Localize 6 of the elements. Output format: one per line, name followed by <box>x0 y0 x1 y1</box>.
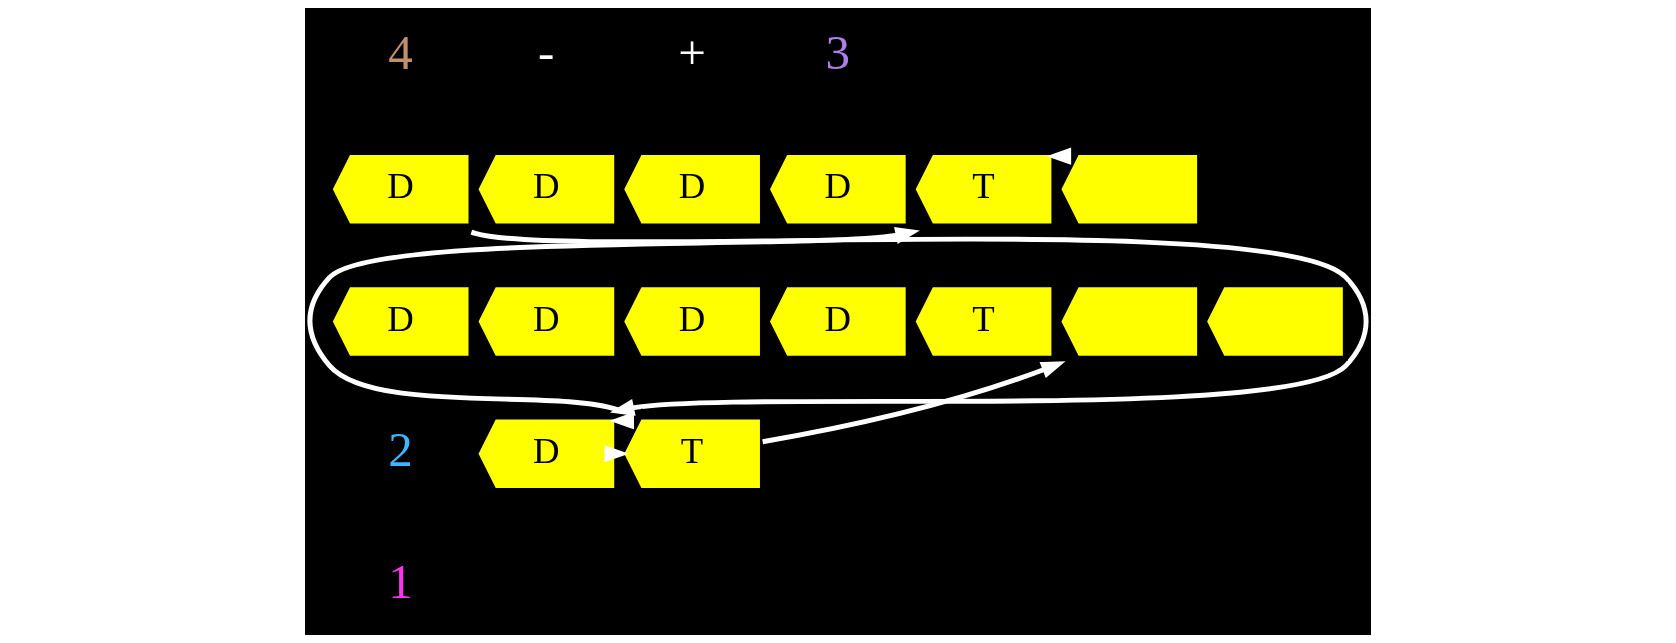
label: 1 <box>388 554 413 610</box>
label: 3 <box>825 25 850 81</box>
label: 4 <box>388 25 413 81</box>
label: + <box>678 25 706 81</box>
label: - <box>538 25 555 81</box>
label: 2 <box>388 422 413 477</box>
